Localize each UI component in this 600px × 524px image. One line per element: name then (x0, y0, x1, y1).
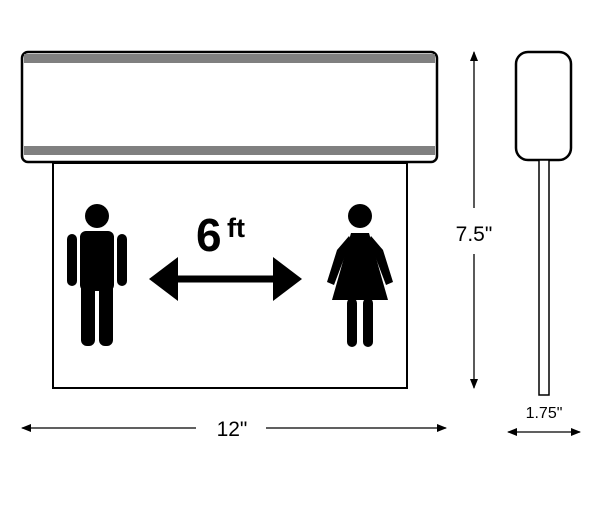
height-dimension: 7.5" (456, 51, 493, 389)
woman-icon (327, 204, 393, 347)
man-icon (67, 204, 127, 346)
double-arrow-icon (149, 257, 302, 301)
width-dimension: 12" (21, 418, 447, 441)
sign-housing (20, 50, 439, 164)
depth-label: 1.75" (526, 405, 563, 422)
housing-top-band (24, 54, 435, 63)
distance-number: 6 (196, 209, 222, 261)
depth-dimension: 1.75" (507, 405, 581, 436)
distance-unit: ft (227, 213, 245, 243)
housing-bottom-band (24, 146, 435, 155)
sign-panel: 6 ft (52, 162, 408, 389)
width-label: 12" (217, 418, 248, 441)
side-view (514, 50, 573, 396)
height-label: 7.5" (456, 223, 493, 246)
